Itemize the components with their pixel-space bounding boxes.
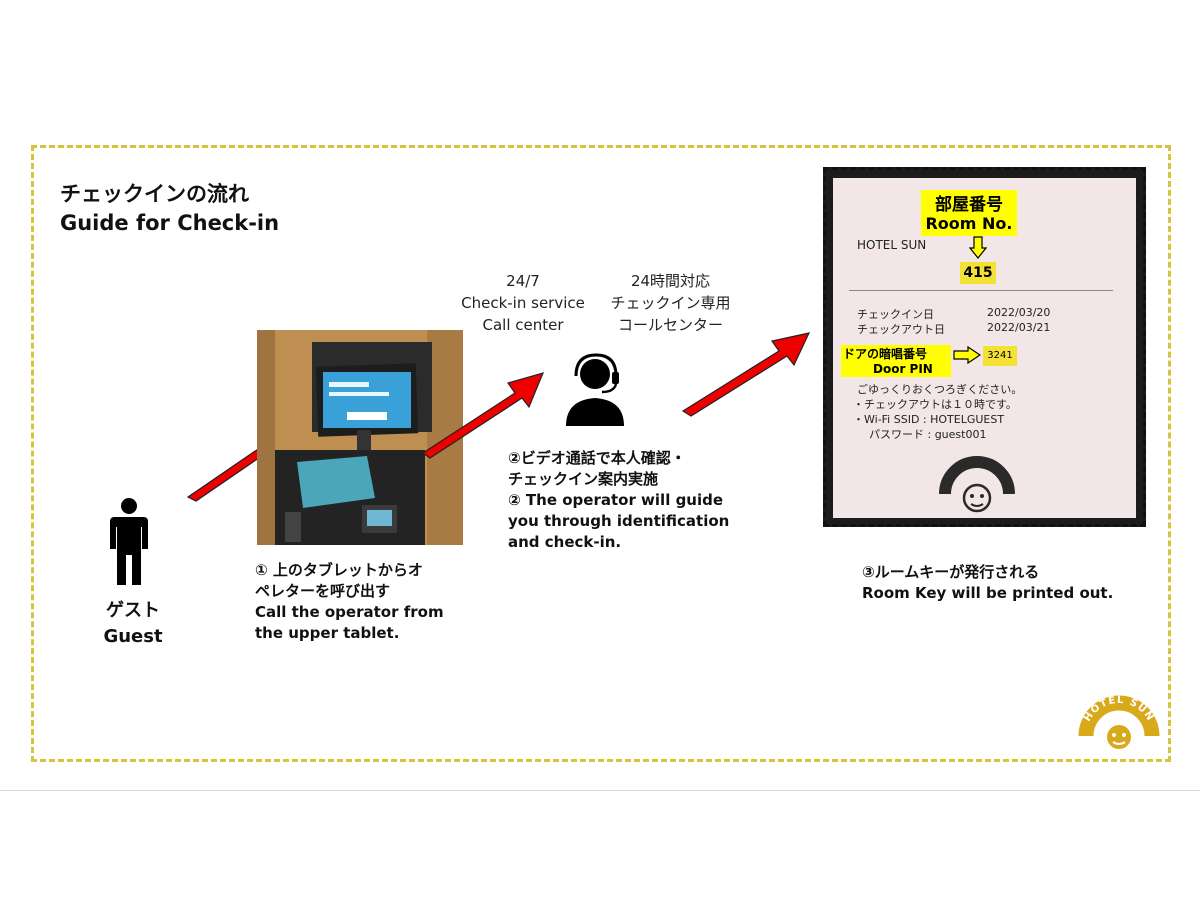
step2-jp-line2: チェックイン案内実施 [508, 470, 659, 488]
door-pin: 3241 [983, 346, 1017, 366]
guest-label: ゲスト Guest [98, 598, 168, 650]
room-label-highlight [921, 190, 1017, 236]
call-center-jp-line3: コールセンター [617, 316, 723, 334]
room-number: 415 [960, 262, 996, 284]
receipt-note-4: パスワード : guest001 [869, 428, 987, 441]
step1-en-line1: Call the operator from [255, 603, 444, 621]
page-title: チェックインの流れ Guide for Check-in [60, 180, 279, 238]
step1-jp-line1: ① 上のタブレットからオ [255, 561, 423, 579]
receipt-logo-stamp [939, 456, 1015, 513]
call-center-en: 24/7 Check-in service Call center [452, 270, 594, 336]
guide-frame [31, 145, 1171, 762]
arrow-to-call-center [421, 372, 545, 459]
room-label-jp: 部屋番号 [935, 195, 1003, 215]
receipt-note-1: ごゆっくりおくつろぎください。 [857, 383, 1023, 396]
divider [0, 790, 1200, 791]
call-center-en-line3: Call center [482, 316, 564, 334]
arrow-to-receipt [681, 332, 811, 417]
step2-caption: ②ビデオ通話で本人確認・ チェックイン案内実施 ② The operator w… [508, 448, 729, 553]
title-jp: チェックインの流れ [60, 182, 249, 206]
title-en: Guide for Check-in [60, 211, 280, 235]
step2-en-line2: you through identification [508, 512, 730, 530]
receipt-note-2: ・チェックアウトは１０時です。 [853, 398, 1017, 411]
pin-label-highlight [841, 345, 951, 377]
step1-en-line2: the upper tablet. [255, 624, 400, 642]
step3-jp: ③ルームキーが発行される [862, 563, 1040, 581]
room-arrow-icon [969, 236, 987, 259]
guest-label-en: Guest [103, 626, 163, 647]
step2-en-line1: ② The operator will guide [508, 491, 724, 509]
step1-jp-line2: ペレターを呼び出す [255, 582, 391, 600]
step3-caption: ③ルームキーが発行される Room Key will be printed ou… [862, 562, 1113, 604]
kiosk-photo [257, 330, 463, 545]
checkout-date: 2022/03/21 [987, 321, 1051, 334]
checkout-label: チェックアウト日 [857, 323, 945, 336]
person-icon [110, 498, 148, 585]
step2-en-line3: and check-in. [508, 533, 622, 551]
checkin-label: チェックイン日 [857, 308, 934, 321]
call-center-jp-line2: チェックイン専用 [610, 294, 731, 312]
hotel-sun-logo: HOTEL SUN [1078, 695, 1160, 749]
guest-label-jp: ゲスト [106, 600, 160, 621]
operator-headset-icon [566, 353, 624, 426]
hotel-name: HOTEL SUN [857, 238, 927, 252]
receipt-separator [849, 290, 1113, 291]
pin-arrow-icon [953, 346, 981, 364]
call-center-en-line1: 24/7 [506, 272, 540, 290]
step3-en: Room Key will be printed out. [862, 584, 1114, 602]
call-center-jp-line1: 24時間対応 [630, 272, 711, 290]
pin-label-jp: ドアの暗唱番号 [843, 347, 928, 361]
call-center-jp: 24時間対応 チェックイン専用 コールセンター [598, 270, 743, 336]
pin-label-en: Door PIN [873, 362, 933, 376]
step2-jp-line1: ②ビデオ通話で本人確認・ [508, 449, 686, 467]
kiosk-illustration [257, 330, 463, 545]
receipt-note-3: ・Wi-Fi SSID : HOTELGUEST [853, 413, 1005, 426]
room-label-en: Room No. [925, 214, 1013, 233]
call-center-en-line2: Check-in service [461, 294, 585, 312]
checkin-date: 2022/03/20 [987, 306, 1051, 319]
step1-caption: ① 上のタブレットからオ ペレターを呼び出す Call the operator… [255, 560, 444, 644]
room-key-receipt: 部屋番号 Room No. HOTEL SUN 415 チェックイン日 2022… [833, 178, 1136, 518]
